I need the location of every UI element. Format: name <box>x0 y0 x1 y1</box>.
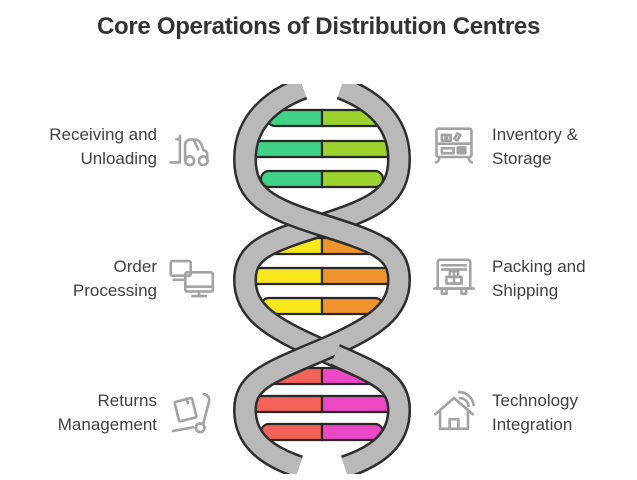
item-label: Packing and Shipping <box>492 257 586 300</box>
item-receiving-unloading: Receiving and Unloading <box>0 118 218 176</box>
shipping-container-truck-icon <box>428 253 480 305</box>
helix-strand-b-over <box>330 344 412 474</box>
smart-home-wifi-icon <box>428 387 480 439</box>
item-inventory-storage: Inventory & Storage <box>428 118 578 176</box>
item-technology-integration: Technology Integration <box>428 384 578 442</box>
rung-right <box>320 169 385 189</box>
rung-right <box>320 422 385 442</box>
rung-left <box>259 422 324 442</box>
storage-shelf-icon <box>428 121 480 173</box>
rung-left <box>259 169 324 189</box>
item-label: Returns Management <box>57 391 157 434</box>
item-packing-shipping: Packing and Shipping <box>428 250 586 308</box>
dna-helix-graphic <box>227 84 417 474</box>
item-label: Technology Integration <box>492 391 579 434</box>
item-label: Receiving and Unloading <box>49 125 157 168</box>
item-returns-management: Returns Management <box>0 384 218 442</box>
item-label: Order Processing <box>72 257 157 300</box>
item-label: Inventory & Storage <box>492 125 578 168</box>
forklift-icon <box>166 121 218 173</box>
page-title: Core Operations of Distribution Centres <box>96 13 540 40</box>
dna-helix-svg <box>232 84 412 474</box>
item-order-processing: Order Processing <box>0 250 218 308</box>
hand-truck-icon <box>166 387 218 439</box>
computer-monitors-icon <box>166 253 218 305</box>
helix-strand-a <box>232 84 412 474</box>
